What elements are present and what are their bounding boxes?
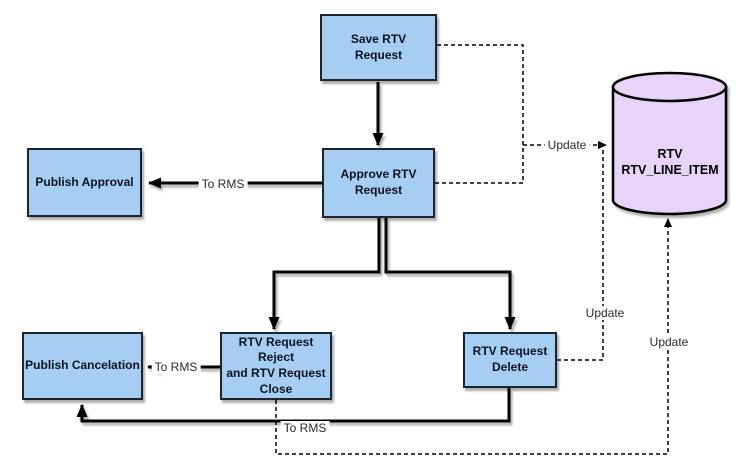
node-approve-rtv-request: Approve RTV Request (322, 148, 435, 218)
node-save-rtv-request: Save RTV Request (320, 14, 437, 81)
edge-label-to-rms-reject: To RMS (151, 360, 201, 374)
edge-approve-to-reject (268, 218, 381, 330)
node-publish-approval: Publish Approval (27, 148, 142, 217)
datastore-label: RTV RTV_LINE_ITEM (621, 147, 719, 178)
edge-delete-update (557, 146, 604, 361)
edge-label-to-rms-approve: To RMS (198, 177, 248, 191)
edge-label-update-right: Update (646, 335, 692, 349)
edge-label-to-rms-delete: To RMS (280, 421, 330, 435)
edge-label-update-top: Update (544, 138, 590, 152)
node-publish-cancelation: Publish Cancelation (22, 332, 143, 400)
node-rtv-request-delete: RTV Request Delete (463, 332, 557, 388)
edge-save-and-approve-update (435, 44, 524, 184)
datastore-cylinder (611, 71, 728, 216)
node-rtv-request-reject-close: RTV Request Reject and RTV Request Close (220, 332, 332, 400)
edge-label-update-middle: Update (582, 306, 628, 320)
edge-approve-to-delete (384, 218, 516, 330)
